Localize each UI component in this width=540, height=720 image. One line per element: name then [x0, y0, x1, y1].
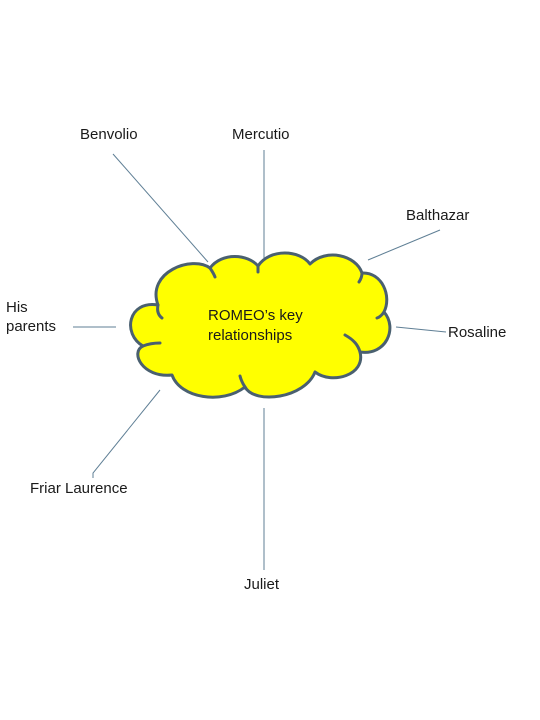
center-title-line2: relationships: [208, 327, 293, 344]
node-benvolio: Benvolio: [80, 126, 138, 143]
cloud-crease-2: [141, 341, 162, 348]
node-mercutio: Mercutio: [232, 126, 290, 143]
cloud-crease-6: [375, 310, 386, 320]
node-parents-line2: parents: [6, 318, 57, 335]
cloud-crease-7: [343, 333, 362, 354]
cloud-crease-8: [238, 374, 247, 389]
node-friar-laurence: Friar Laurence: [30, 480, 128, 497]
cloud-crease-1: [156, 303, 164, 320]
center-title: ROMEO’s key relationships: [208, 306, 303, 346]
connector-benvolio: [112, 153, 209, 263]
node-parents: His parents: [6, 298, 56, 336]
connector-rosaline: [395, 326, 447, 333]
connector-balthazar: [367, 229, 441, 261]
center-title-line1: ROMEO’s key: [208, 307, 303, 324]
node-balthazar: Balthazar: [406, 207, 470, 224]
romeo-cloud: [129, 251, 392, 399]
cloud-crease-5: [357, 271, 364, 284]
node-juliet: Juliet: [244, 576, 280, 593]
connector-friar: [92, 389, 161, 478]
node-rosaline: Rosaline: [448, 324, 507, 341]
cloud-crease-3: [208, 266, 217, 279]
node-parents-line1: His: [6, 299, 28, 316]
